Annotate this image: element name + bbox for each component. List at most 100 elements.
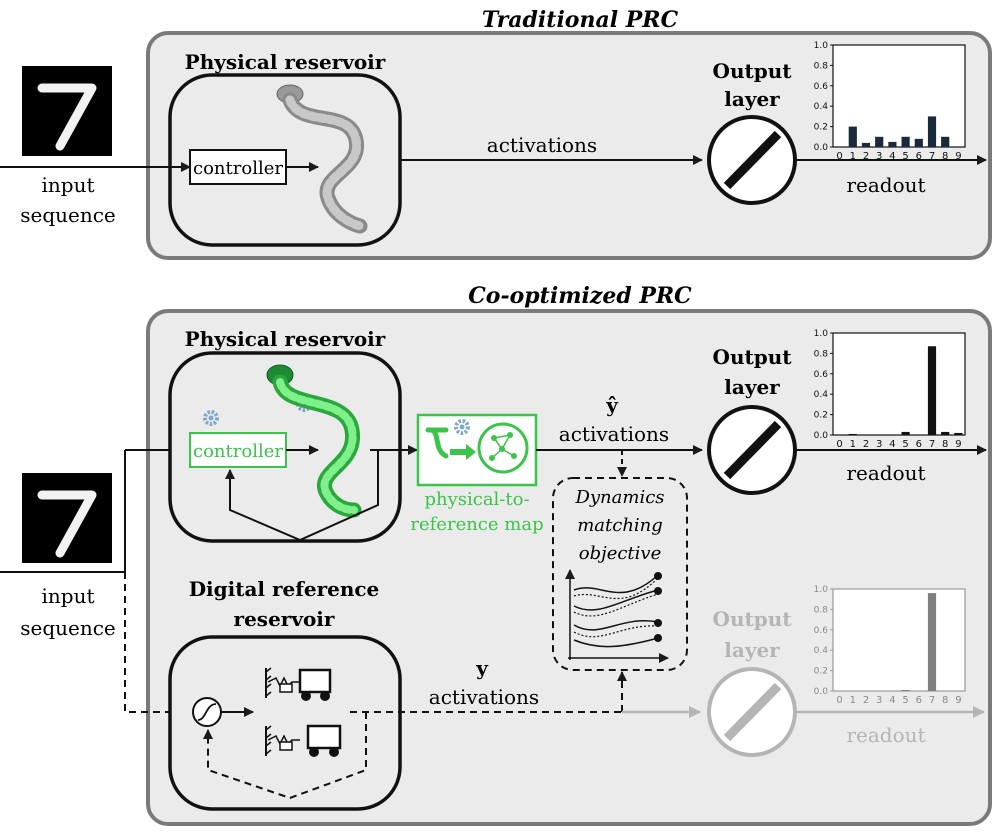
y-tick-label: 0.2 <box>814 123 828 133</box>
bottom-input-label-2: sequence <box>20 616 116 640</box>
x-tick-label: 5 <box>902 695 908 706</box>
x-tick-label: 7 <box>929 151 935 162</box>
x-tick-label: 8 <box>942 151 948 162</box>
x-tick-label: 1 <box>850 439 856 450</box>
physical-to-reference-map-icon <box>416 413 538 487</box>
bar-7 <box>927 116 937 147</box>
digital-feedback-loop <box>203 712 367 800</box>
x-tick-label: 2 <box>863 151 869 162</box>
top-readout-label: readout <box>846 173 925 197</box>
chart-frame <box>832 588 966 692</box>
x-tick-label: 6 <box>916 695 922 706</box>
bottom-controller-label: controller <box>193 441 283 462</box>
top-output-layer-node <box>707 115 797 205</box>
input-digit-image-bottom <box>22 473 112 563</box>
input-digit-image-top <box>22 66 112 156</box>
bottom-readout-label: readout <box>846 461 925 485</box>
trajectory-plot-icon <box>565 569 669 663</box>
x-tick-label: 8 <box>942 695 948 706</box>
map-label-2: reference map <box>410 514 543 535</box>
yhat-label: ŷ <box>605 393 619 417</box>
bottom-title: Co-optimized PRC <box>468 283 692 309</box>
bar-8 <box>941 431 950 435</box>
y-tick-label: 0.0 <box>814 143 829 153</box>
snake-robot-gray <box>276 84 368 234</box>
bar-9 <box>954 432 963 435</box>
top-output-layer-title-1: Output <box>713 59 793 83</box>
bar-1 <box>848 433 857 435</box>
x-tick-label: 7 <box>929 695 935 706</box>
digital-reservoir-title-2: reservoir <box>234 607 335 631</box>
x-tick-label: 5 <box>902 439 908 450</box>
top-input-label-1: input <box>42 173 95 197</box>
y-tick-label: 0.0 <box>814 431 829 441</box>
chart-frame <box>832 332 966 436</box>
sigmoid-node-icon <box>192 697 222 727</box>
x-tick-label: 9 <box>955 695 961 706</box>
bottom-output-layer-node <box>707 405 797 495</box>
x-tick-label: 1 <box>850 151 856 162</box>
x-tick-label: 2 <box>863 695 869 706</box>
objective-label-3: objective <box>579 543 662 564</box>
top-physical-reservoir-title: Physical reservoir <box>185 50 386 74</box>
x-tick-label: 6 <box>916 439 922 450</box>
bottom-activations-label: activations <box>559 422 669 446</box>
y-tick-label: 0.2 <box>814 667 828 677</box>
ref-output-layer-title-1: Output <box>713 607 793 631</box>
bottom-output-layer-title-2: layer <box>724 375 780 399</box>
bottom-output-layer-title-1: Output <box>713 345 793 369</box>
x-tick-label: 4 <box>889 695 895 706</box>
gear-icon <box>203 410 219 426</box>
x-tick-label: 0 <box>836 151 842 162</box>
y-tick-label: 0.4 <box>814 390 829 400</box>
bottom-feedback-loop <box>225 449 379 542</box>
y-tick-label: 0.8 <box>814 605 829 615</box>
x-tick-label: 5 <box>902 151 908 162</box>
top-input-label-2: sequence <box>20 203 116 227</box>
ref-readout-label: readout <box>846 723 925 747</box>
bar-3 <box>875 136 884 147</box>
y-tick-label: 1.0 <box>814 585 829 595</box>
x-tick-label: 9 <box>955 439 961 450</box>
objective-label-2: matching <box>577 515 663 536</box>
y-tick-label: 0.6 <box>814 626 829 636</box>
x-tick-label: 3 <box>876 439 882 450</box>
top-activations-label: activations <box>487 133 597 157</box>
bar-5 <box>901 136 910 147</box>
objective-label-1: Dynamics <box>574 487 664 508</box>
x-tick-label: 6 <box>916 151 922 162</box>
bottom-controller-box <box>189 432 287 468</box>
x-tick-label: 2 <box>863 439 869 450</box>
bottom-input-label-1: input <box>42 584 95 608</box>
bottom-physical-reservoir-title: Physical reservoir <box>185 327 386 351</box>
bar-2 <box>861 142 871 147</box>
x-tick-label: 3 <box>876 151 882 162</box>
y-tick-label: 0.4 <box>814 102 829 112</box>
x-tick-label: 0 <box>836 439 842 450</box>
bar-7 <box>927 593 937 691</box>
bar-4 <box>888 141 897 147</box>
y-tick-label: 1.0 <box>814 329 829 339</box>
y-tick-label: 1.0 <box>814 41 829 51</box>
y-tick-label: 0.2 <box>814 411 828 421</box>
digital-reservoir-title-1: Digital reference <box>189 577 380 601</box>
x-tick-label: 8 <box>942 439 948 450</box>
mass-spring-cart-icon <box>265 724 342 757</box>
y-tick-label: 0.4 <box>814 646 829 656</box>
x-tick-label: 9 <box>955 151 961 162</box>
gear-icon <box>454 419 470 435</box>
bar-5 <box>901 431 910 435</box>
y-label: y <box>475 656 489 680</box>
y-tick-label: 0.8 <box>814 61 829 71</box>
bar-1 <box>848 126 857 147</box>
x-tick-label: 4 <box>889 151 895 162</box>
bar-7 <box>927 346 937 435</box>
top-title: Traditional PRC <box>482 7 679 33</box>
digital-activations-label: activations <box>429 685 539 709</box>
x-tick-label: 0 <box>836 695 842 706</box>
x-tick-label: 1 <box>850 695 856 706</box>
bottom-input-to-reference <box>124 572 187 717</box>
